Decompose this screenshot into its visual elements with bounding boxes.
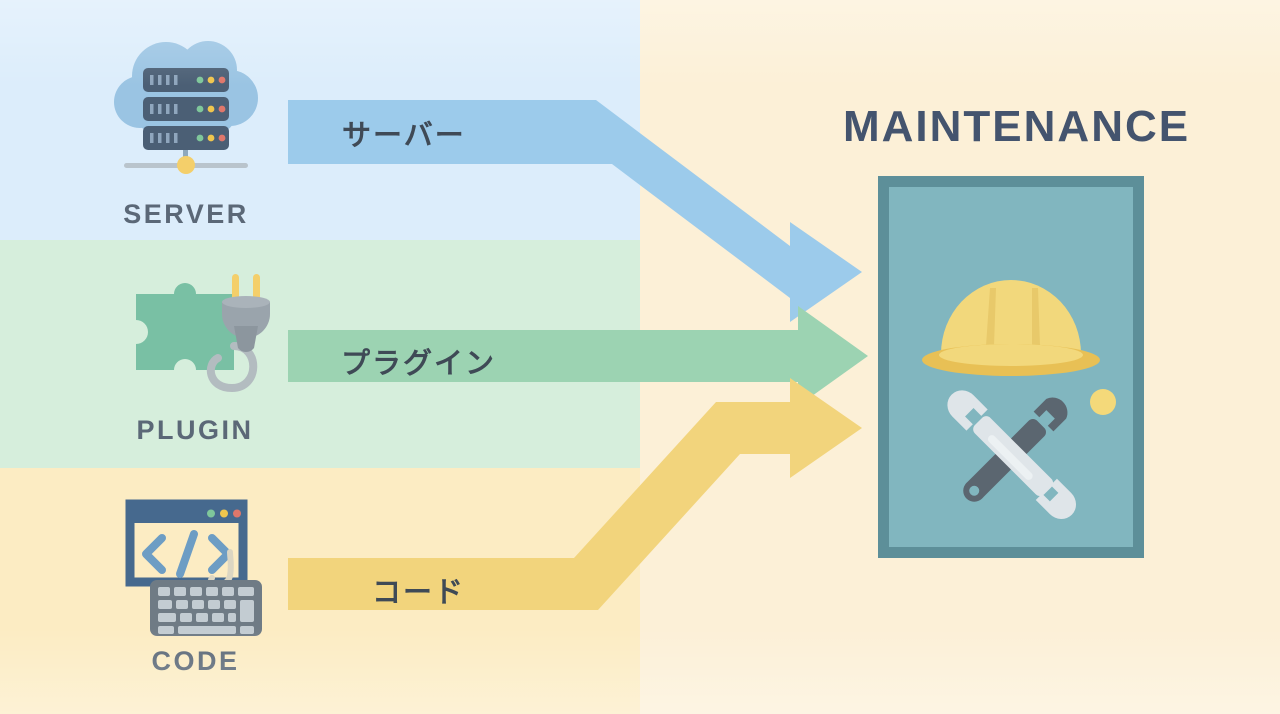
- arrow-code: [288, 378, 862, 610]
- cloud-server-icon: [114, 41, 258, 174]
- puzzle-plug-icon: [136, 274, 270, 393]
- source-block-code: CODE: [108, 494, 283, 677]
- code-window-keyboard-icon: [125, 499, 262, 636]
- caption-code: CODE: [151, 646, 240, 676]
- arrow-server: [288, 100, 862, 322]
- caption-server: SERVER: [123, 199, 249, 229]
- band-label-plugin: プラグイン: [341, 348, 497, 380]
- band-label-server: サーバー: [342, 120, 466, 152]
- band-label-code: コード: [372, 577, 466, 609]
- caption-plugin: PLUGIN: [136, 415, 254, 445]
- maintenance-panel: [878, 176, 1144, 558]
- arrow-plugin: [288, 306, 868, 406]
- door-knob-icon: [1090, 389, 1116, 415]
- source-block-plugin: PLUGIN: [110, 268, 280, 446]
- hard-hat-icon: [922, 280, 1100, 376]
- maintenance-title: MAINTENANCE: [843, 102, 1191, 151]
- source-block-server: SERVER: [96, 32, 276, 230]
- crossed-wrenches-icon: [947, 390, 1076, 519]
